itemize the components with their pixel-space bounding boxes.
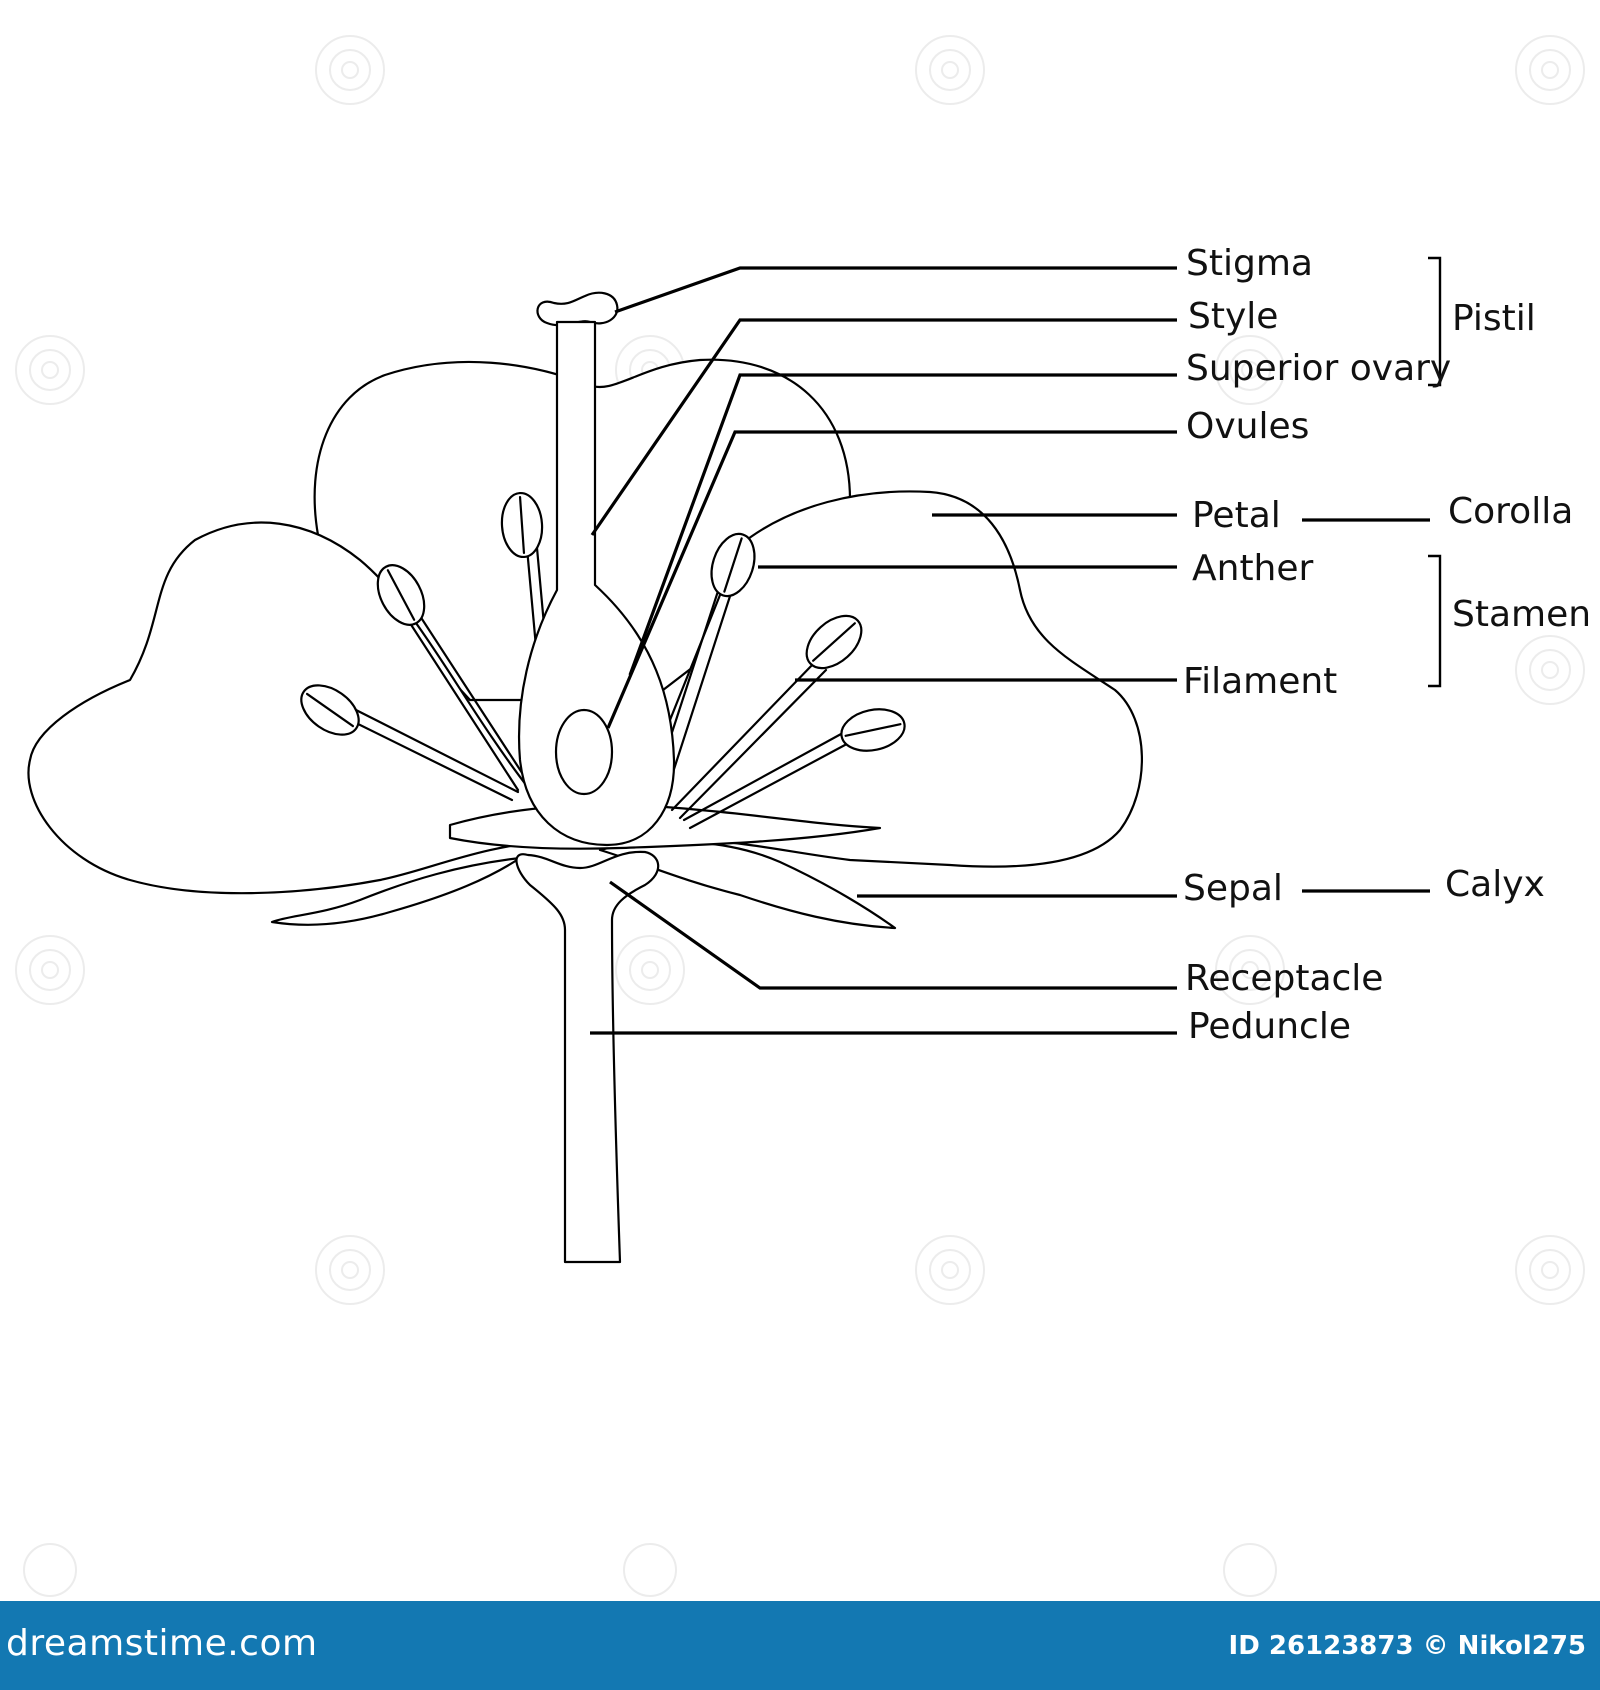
label-sepal: Sepal <box>1183 868 1283 909</box>
label-stigma: Stigma <box>1186 243 1313 284</box>
stamen-bracket <box>1428 554 1442 688</box>
label-style: Style <box>1188 296 1278 337</box>
brand-logo-text: dreamstime.com <box>6 1623 318 1664</box>
filaments <box>348 546 860 830</box>
label-petal: Petal <box>1192 495 1281 536</box>
label-superior-ovary: Superior ovary <box>1186 348 1451 389</box>
sepal-right <box>598 840 897 930</box>
label-filament: Filament <box>1183 661 1337 702</box>
pistil-bracket <box>1428 256 1442 387</box>
receptacle <box>515 850 660 1264</box>
stigma <box>536 291 619 327</box>
label-stamen: Stamen <box>1452 594 1591 635</box>
label-receptacle: Receptacle <box>1185 958 1383 999</box>
sepal-left <box>270 856 522 926</box>
petal-left <box>27 521 562 895</box>
image-credit: ID 26123873 © Nikol275 <box>1228 1631 1586 1661</box>
label-peduncle: Peduncle <box>1188 1006 1351 1047</box>
flower-diagram: Stigma Style Superior ovary Ovules Petal… <box>15 35 1591 1597</box>
label-corolla: Corolla <box>1448 491 1573 532</box>
ovary <box>517 320 676 847</box>
label-anther: Anther <box>1192 548 1314 589</box>
leader-lines <box>590 266 1430 1035</box>
label-calyx: Calyx <box>1445 864 1545 905</box>
label-ovules: Ovules <box>1186 406 1309 447</box>
watermark-footer-bar: dreamstime.com ID 26123873 © Nikol275 <box>0 1601 1600 1690</box>
ovule <box>554 708 614 796</box>
anthers <box>300 491 906 752</box>
label-pistil: Pistil <box>1452 298 1536 339</box>
